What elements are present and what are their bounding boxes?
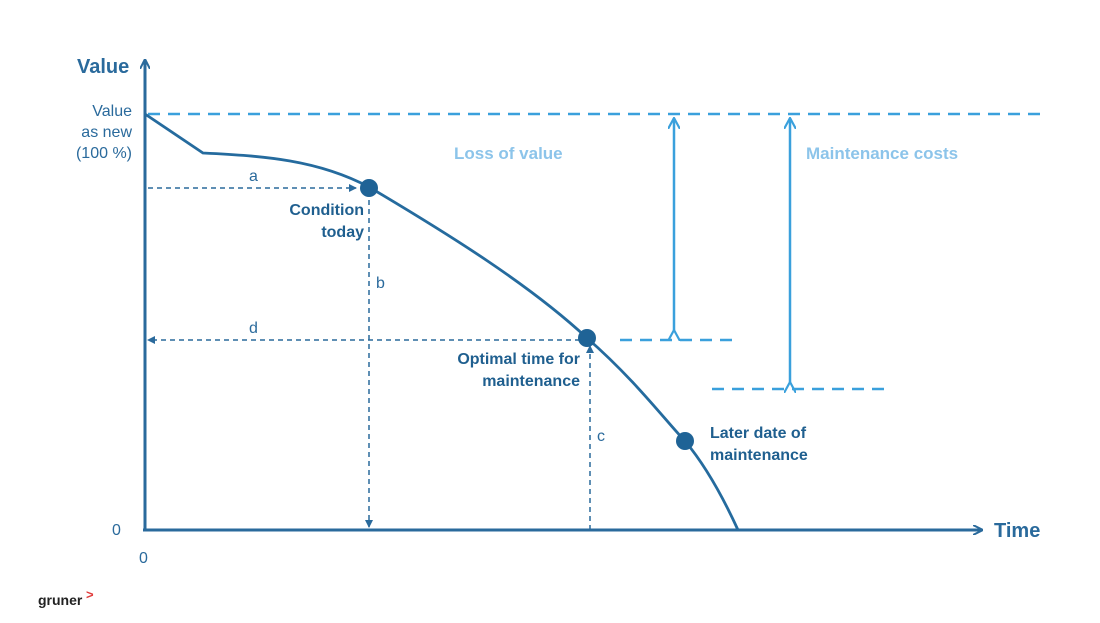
distance-c-label: c [597,428,605,445]
condition-today-label-line1: Condition [289,202,364,219]
later-date-label-line1: Later date of [710,425,807,442]
condition-today-label-line2: today [321,224,364,241]
later-date-label-line2: maintenance [710,447,808,464]
gruner-logo: gruner > [38,587,94,608]
optimal-time-label-line2: maintenance [482,373,580,390]
y-zero-label: 0 [112,522,121,539]
optimal-time-label-line1: Optimal time for [457,351,580,368]
x-axis-title: Time [994,520,1040,542]
y-axis-title: Value [77,56,129,78]
logo-text: gruner [38,592,83,608]
distance-a-label: a [249,168,258,185]
value-curve [144,112,740,531]
distance-d-label: d [249,320,258,337]
condition-today-point [360,179,378,197]
y-top-label-line3: (100 %) [76,145,132,162]
later-date-point [676,432,694,450]
optimal-time-point [578,329,596,347]
y-top-label-line2: as new [81,124,132,141]
y-top-label-line1: Value [92,103,132,120]
x-zero-label: 0 [139,550,148,567]
loss-of-value-label: Loss of value [454,144,563,163]
maintenance-costs-label: Maintenance costs [806,144,958,163]
logo-mark: > [86,587,94,602]
distance-b-label: b [376,275,385,292]
